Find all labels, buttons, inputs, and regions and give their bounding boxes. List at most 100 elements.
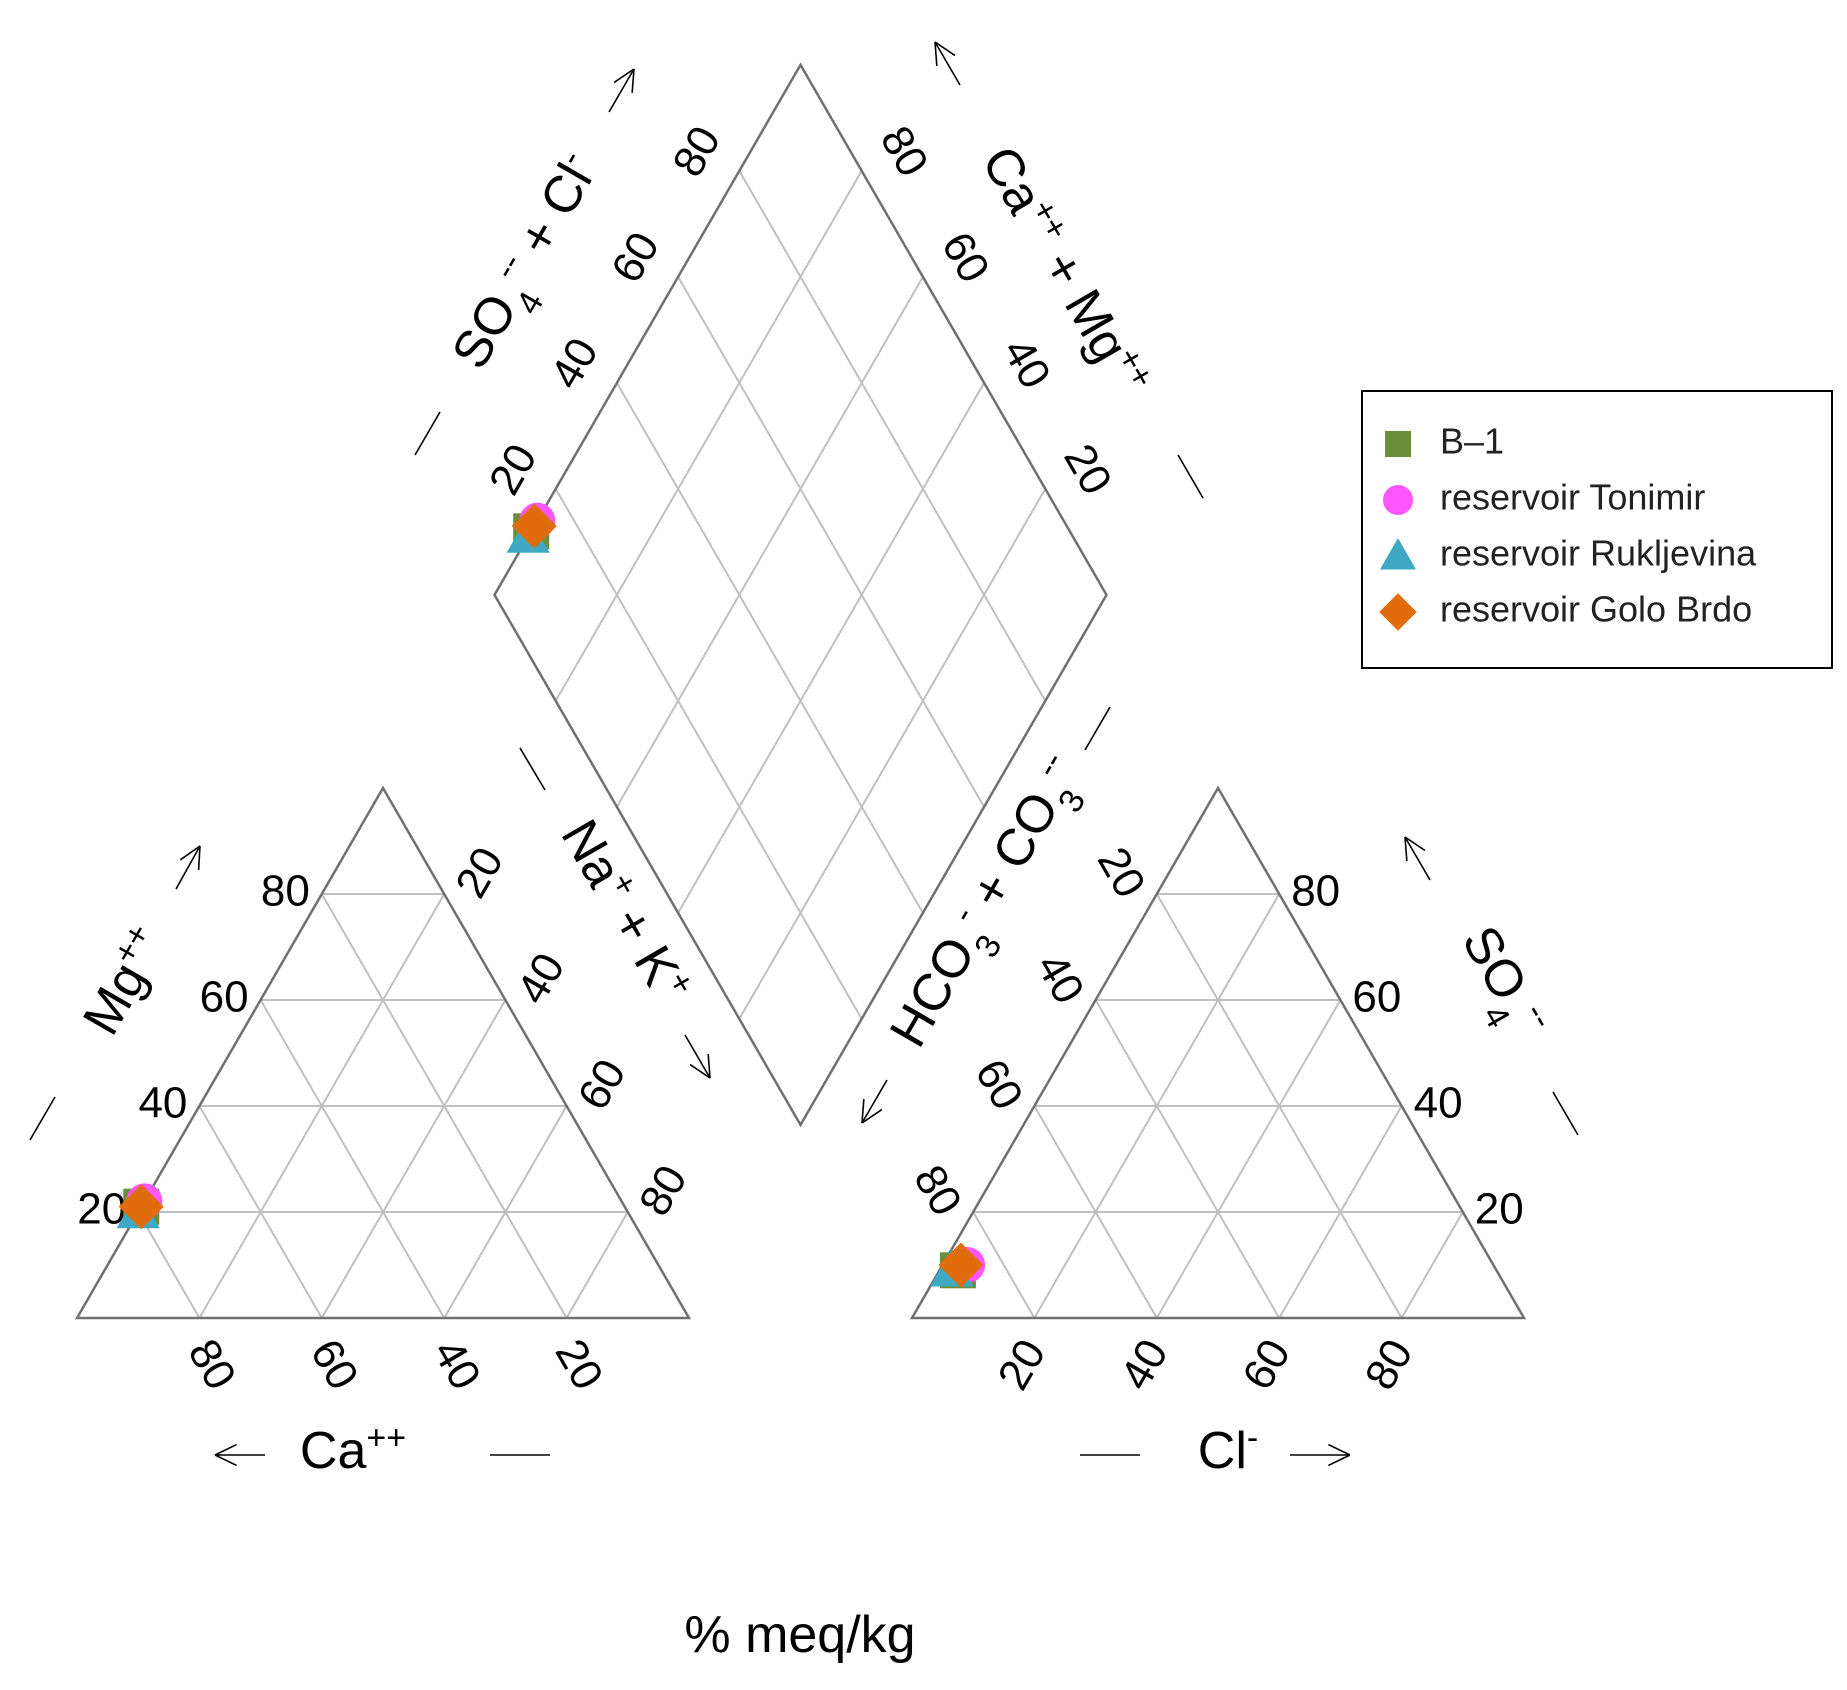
- grid-line-diamond-b-40: [616, 382, 924, 914]
- tick-cl-60: 60: [1233, 1331, 1300, 1398]
- label-so4: SO4--: [1437, 915, 1561, 1054]
- anion-triangle: [909, 785, 1527, 1320]
- arrow-so4cl-head-a: [631, 68, 635, 93]
- legend-marker-reservoir-rukljevina: [1380, 538, 1416, 570]
- dash-so4: [1552, 1091, 1579, 1136]
- tick-camg-40: 40: [993, 330, 1060, 397]
- tick-camg-60: 60: [932, 224, 999, 291]
- dash-camg: [1177, 454, 1204, 499]
- grid-line-diamond-a-40: [677, 382, 985, 914]
- label-cl: Cl-: [1198, 1419, 1258, 1480]
- outline-layer: [74, 62, 1527, 1320]
- tick-ca-20: 20: [546, 1331, 613, 1398]
- point-cation-reservoir-golo-brdo: [118, 1184, 164, 1230]
- tick-so4cl-20: 20: [480, 436, 547, 503]
- tick-hco3-80: 80: [904, 1157, 971, 1224]
- tick-ca-40: 40: [423, 1331, 490, 1398]
- legend-label-reservoir-golo-brdo: reservoir Golo Brdo: [1440, 589, 1752, 630]
- grid-line-hco3-60: [1033, 1105, 1158, 1319]
- arrow-nak: [684, 1034, 711, 1079]
- units-label: % meq/kg: [684, 1606, 915, 1664]
- tick-cl-40: 40: [1111, 1331, 1178, 1398]
- arrow-so4cl-head-b: [613, 68, 635, 84]
- tick-hco3-40: 40: [1027, 945, 1094, 1012]
- grid-line-ca-40: [259, 999, 446, 1319]
- grid-line-cl-40: [1155, 999, 1342, 1319]
- grid-line-hco3-40: [1094, 999, 1281, 1319]
- tick-mg-80: 80: [261, 867, 310, 916]
- tick-camg-80: 80: [871, 118, 938, 185]
- arrow-camg-head-a: [934, 41, 956, 57]
- grid-layer: [137, 170, 1464, 1319]
- grid-line-diamond-a-80: [554, 170, 863, 702]
- dash-hco3: [1084, 706, 1111, 751]
- arrow-ca-head-a: [214, 1443, 237, 1456]
- arrow-mg-head-a: [197, 845, 201, 871]
- diamond: [493, 62, 1108, 1128]
- grid-line-diamond-a-60: [616, 276, 924, 808]
- label-ca: Ca++: [300, 1419, 406, 1480]
- tick-nak-60: 60: [569, 1051, 636, 1118]
- cation-triangle: [74, 785, 692, 1320]
- tick-so4cl-40: 40: [541, 330, 608, 397]
- tick-cl-80: 80: [1356, 1331, 1423, 1398]
- grid-line-diamond-b-20: [554, 488, 863, 1020]
- legend: B–1 reservoir Tonimir reservoir Rukljevina…: [1361, 390, 1833, 669]
- dash-nak: [519, 747, 546, 791]
- arrow-ca-head-b: [214, 1454, 237, 1467]
- grid-line-diamond-a-20: [738, 488, 1047, 1020]
- legend-label-reservoir-rukljevina: reservoir Rukljevina: [1440, 533, 1757, 574]
- label-hco3: HCO3- + CO3--: [876, 745, 1104, 1064]
- arrow-camg-head-b: [934, 41, 938, 66]
- grid-line-ca-60: [198, 1105, 323, 1319]
- arrow-mg: [175, 845, 201, 890]
- tick-cl-20: 20: [988, 1331, 1055, 1398]
- arrow-so4-head-b: [1404, 836, 1408, 861]
- tick-camg-20: 20: [1054, 436, 1121, 503]
- arrow-so4-head-a: [1404, 836, 1426, 852]
- dash-mg: [29, 1096, 56, 1141]
- data-points: [116, 502, 986, 1289]
- arrow-cl-head-a: [1328, 1454, 1351, 1467]
- grid-line-diamond-b-60: [677, 276, 985, 808]
- tick-mg-60: 60: [200, 973, 249, 1022]
- arrow-hco3-head-b: [861, 1108, 883, 1124]
- arrow-camg: [934, 41, 961, 86]
- grid-line-nak-60: [443, 1105, 568, 1319]
- tick-so4cl-80: 80: [663, 118, 730, 185]
- arrow-nak-head-b: [707, 1054, 711, 1079]
- axis-labels: Ca++Mg++Na+ + K+Cl-SO4--HCO3- + CO3--SO4…: [70, 137, 1561, 1480]
- legend-box: [1361, 390, 1833, 669]
- arrow-so4: [1404, 836, 1431, 881]
- legend-entries: B–1 reservoir Tonimir reservoir Rukljevina…: [1379, 421, 1757, 631]
- tick-hco3-60: 60: [965, 1051, 1032, 1118]
- grid-line-ca-80: [137, 1211, 201, 1319]
- grid-line-cl-60: [1278, 1105, 1403, 1319]
- tick-so4-60: 60: [1352, 973, 1401, 1022]
- tick-so4-20: 20: [1475, 1185, 1524, 1234]
- legend-label-reservoir-tonimir: reservoir Tonimir: [1440, 477, 1705, 518]
- tick-so4cl-60: 60: [602, 224, 669, 291]
- tick-ca-60: 60: [301, 1331, 368, 1398]
- tick-ca-80: 80: [178, 1331, 245, 1398]
- tick-so4-80: 80: [1291, 867, 1340, 916]
- arrow-nak-head-a: [689, 1063, 711, 1079]
- axis-arrows: [29, 41, 1579, 1467]
- grid-line-diamond-b-80: [738, 170, 1047, 702]
- legend-marker-reservoir-tonimir: [1383, 485, 1413, 515]
- grid-line-nak-40: [320, 999, 507, 1319]
- tick-so4-40: 40: [1414, 1079, 1463, 1128]
- grid-line-hco3-80: [972, 1211, 1036, 1319]
- tick-mg-20: 20: [77, 1185, 126, 1234]
- legend-marker-reservoir-golo-brdo: [1379, 593, 1417, 631]
- tick-mg-40: 40: [138, 1079, 187, 1128]
- label-mg: Mg++: [70, 917, 179, 1044]
- dash-so4cl: [414, 411, 441, 456]
- legend-label-b-1: B–1: [1440, 421, 1504, 462]
- grid-line-nak-80: [565, 1211, 629, 1319]
- arrow-hco3-head-a: [861, 1099, 865, 1124]
- legend-marker-b-1: [1385, 431, 1411, 457]
- arrow-mg-head-b: [179, 845, 201, 861]
